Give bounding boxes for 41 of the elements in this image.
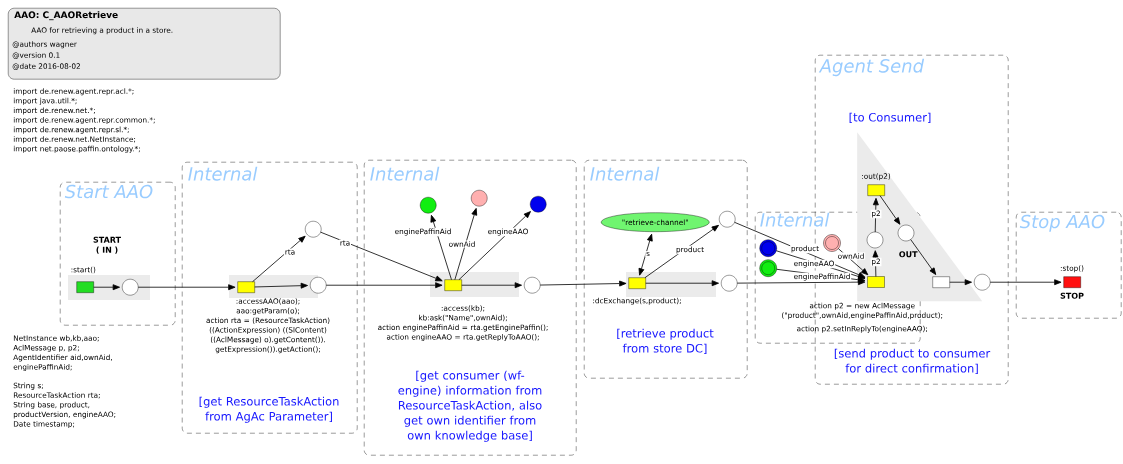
arc-arrow [645, 280, 719, 287]
arc-arrow [638, 233, 653, 276]
arc-arrow [254, 282, 308, 289]
arc-arrow [949, 279, 972, 286]
arc-arrow [458, 211, 531, 281]
place-circle [897, 224, 915, 242]
place-circle [122, 279, 139, 296]
virtual-place [759, 259, 777, 277]
arc-arrow [137, 284, 236, 291]
arc-arrow [252, 235, 306, 283]
inscription: STOP [1060, 292, 1084, 299]
arc-arrow [989, 279, 1062, 286]
place-circle [310, 277, 327, 294]
place-circle [524, 277, 541, 294]
virtual-place [823, 234, 841, 252]
arc-arrow [872, 250, 879, 277]
virtual-place [759, 239, 777, 257]
arc-arrow [837, 248, 869, 276]
token-place [420, 197, 437, 214]
place-circle [866, 231, 884, 249]
place-circle [719, 211, 736, 228]
token-place [530, 196, 547, 213]
place-circle [974, 274, 991, 291]
place-circle [721, 275, 738, 292]
arc-arrow [736, 279, 866, 286]
arc-arrow [879, 195, 901, 225]
arc-arrow [872, 197, 879, 233]
arc-arrow [644, 224, 719, 279]
arc-arrow [325, 282, 443, 289]
inscription: START ( IN ) [93, 236, 121, 254]
arc-arrow [93, 284, 120, 291]
arc-arrow [910, 239, 937, 275]
arc-arrow [539, 280, 627, 287]
token-place [471, 190, 488, 207]
arc-arrow [461, 282, 522, 289]
place-circle [305, 221, 322, 238]
arc-arrow [430, 214, 452, 281]
transition-box [867, 276, 885, 288]
transition-box [932, 276, 950, 288]
arc-arrow [454, 208, 478, 281]
arc-arrow [320, 231, 443, 282]
